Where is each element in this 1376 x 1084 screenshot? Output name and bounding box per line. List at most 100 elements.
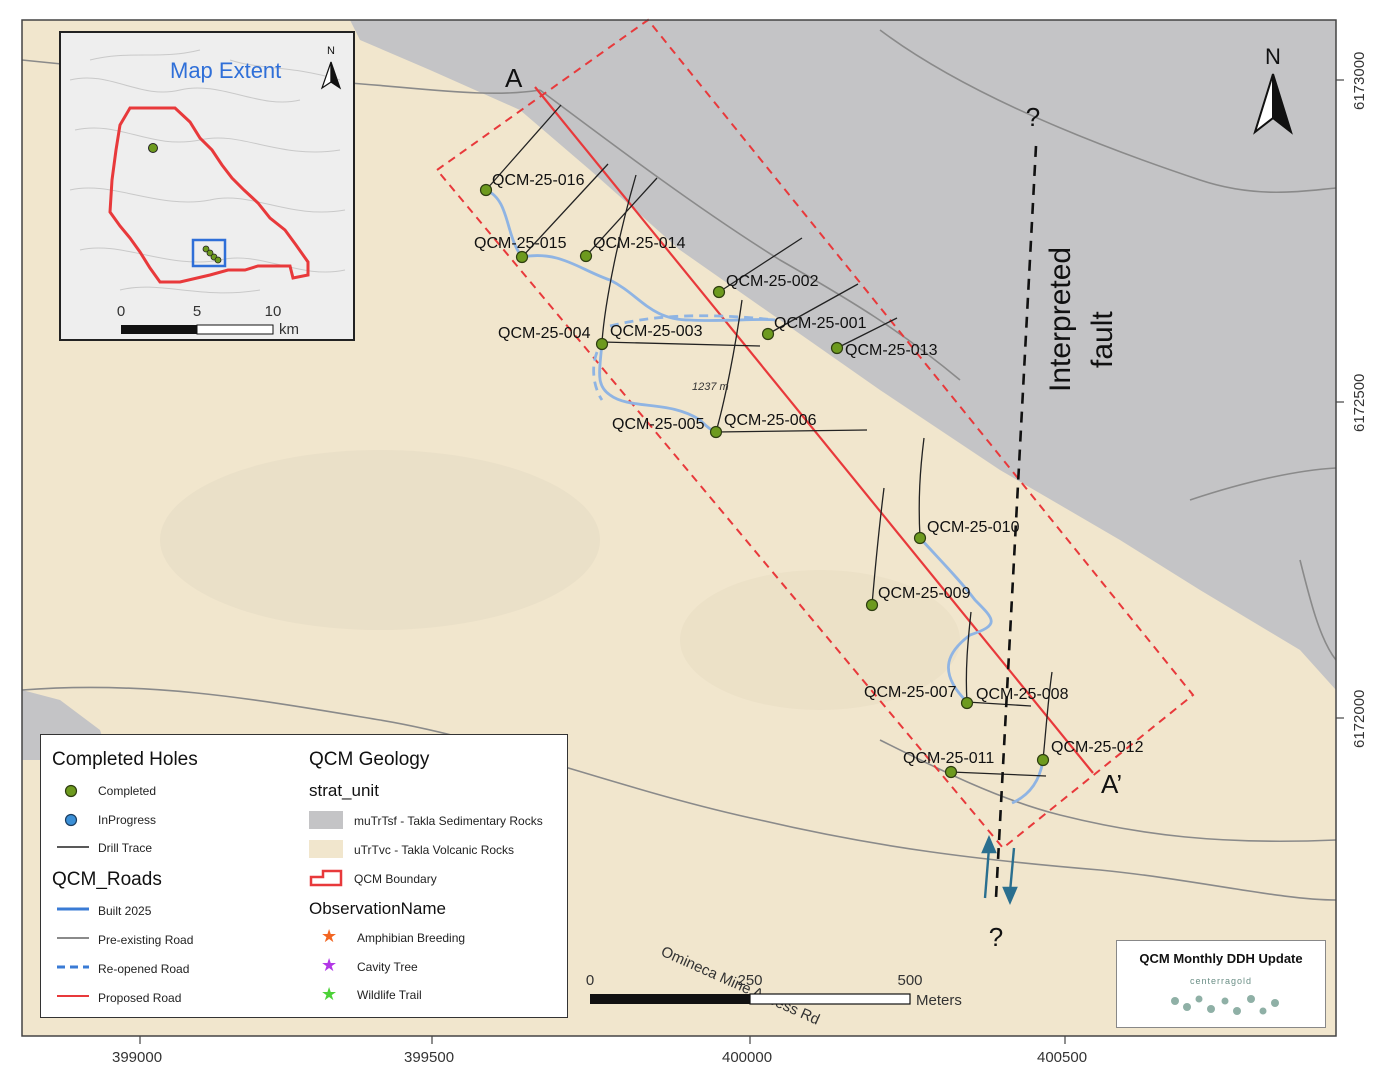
sedimentary-swatch-icon <box>309 811 343 829</box>
legend-item-amphibian: Amphibian Breeding <box>357 931 466 945</box>
volcanic-swatch-icon <box>309 840 343 858</box>
drill-hole-marker[interactable] <box>595 337 609 351</box>
drill-hole-label: QCM-25-012 <box>1051 739 1144 756</box>
ddh-update-box: QCM Monthly DDH Update centerragold <box>1116 940 1326 1028</box>
completed-hole-icon <box>64 784 78 798</box>
section-label-a: A <box>505 63 523 93</box>
svg-text:500: 500 <box>897 972 922 989</box>
svg-text:0: 0 <box>586 972 594 989</box>
drill-hole-label: QCM-25-002 <box>726 273 819 290</box>
section-label-a-prime: A’ <box>1101 769 1122 799</box>
drill-hole-marker[interactable] <box>913 531 927 545</box>
drill-hole-label: QCM-25-005 <box>612 416 705 433</box>
legend-item-inprogress: InProgress <box>98 813 157 827</box>
drill-hole-marker[interactable] <box>865 598 879 612</box>
easting-label: 399500 <box>404 1049 454 1066</box>
inset-map: Map Extent N 0 5 10 km <box>59 31 355 341</box>
sedimentary-unit-north <box>350 20 1336 690</box>
drill-hole-marker[interactable] <box>579 249 593 263</box>
svg-text:N: N <box>1265 44 1281 69</box>
terrain-shade <box>160 450 600 630</box>
map-legend: Completed Holes Completed InProgress Dri… <box>40 734 568 1018</box>
drill-hole-marker[interactable] <box>712 285 726 299</box>
drill-hole-label: QCM-25-004 <box>498 325 591 342</box>
svg-text:10: 10 <box>265 303 282 320</box>
legend-item-qcm-boundary: QCM Boundary <box>354 872 437 886</box>
drill-hole-marker[interactable] <box>709 425 723 439</box>
drill-hole-label: QCM-25-009 <box>878 585 971 602</box>
interpreted-fault-line <box>994 145 1038 899</box>
drill-hole-label: QCM-25-006 <box>724 412 817 429</box>
reopened-road <box>592 351 604 401</box>
drill-hole-marker[interactable] <box>944 765 958 779</box>
drill-hole-label: QCM-25-003 <box>610 323 703 340</box>
legend-item-preexisting-road: Pre-existing Road <box>98 933 194 947</box>
pre-existing-roads <box>21 29 1337 901</box>
legend-item-reopened-road: Re-opened Road <box>98 962 190 976</box>
drill-hole-marker[interactable] <box>479 183 493 197</box>
map-border <box>21 19 1337 1037</box>
legend-item-sedimentary: muTrTsf - Takla Sedimentary Rocks <box>354 814 543 828</box>
ddh-update-title: QCM Monthly DDH Update <box>1139 951 1303 966</box>
drill-hole-marker[interactable] <box>1036 753 1050 767</box>
legend-geology-subtitle: strat_unit <box>309 781 379 800</box>
svg-text:250: 250 <box>737 972 762 989</box>
fault-movement-arrows <box>981 834 1018 906</box>
legend-obs-title: ObservationName <box>309 899 447 918</box>
boundary-swatch-icon <box>309 869 343 887</box>
easting-label: 399000 <box>112 1049 162 1066</box>
drill-hole-layer: QCM-25-016 QCM-25-015 QCM-25-014 QCM-25-… <box>474 172 1144 779</box>
preexisting-road-icon <box>57 937 89 939</box>
road-distance-label: 1237 m <box>692 381 729 393</box>
drill-hole-label: QCM-25-011 <box>903 750 994 767</box>
north-arrow-icon: N <box>1253 44 1293 135</box>
fault-question-top: ? <box>1026 102 1040 132</box>
inset-title: Map Extent <box>170 58 281 83</box>
terrain-shade <box>680 570 960 710</box>
inset-north-arrow-icon: N <box>320 45 342 90</box>
fault-label-line1: Interpreted <box>1044 247 1077 392</box>
built-road-icon <box>57 907 89 911</box>
svg-text:5: 5 <box>193 303 201 320</box>
legend-roads-title: QCM_Roads <box>52 869 162 890</box>
drill-hole-label: QCM-25-014 <box>593 235 686 252</box>
drill-hole-marker[interactable] <box>515 250 529 264</box>
drill-hole-label: QCM-25-007 <box>864 684 957 701</box>
grid-ticks <box>139 79 1344 1044</box>
brand-logo-text: centerragold <box>1189 976 1253 986</box>
inset-qcm-boundary <box>108 106 310 284</box>
legend-item-cavity-tree: Cavity Tree <box>357 960 418 974</box>
svg-text:N: N <box>327 45 335 57</box>
brand-logo-dots-icon <box>1171 995 1279 1015</box>
section-line <box>534 86 1094 774</box>
fault-label-line2: fault <box>1086 311 1119 368</box>
legend-item-wildlife-trail: Wildlife Trail <box>357 988 422 1002</box>
drill-hole-marker[interactable] <box>830 341 844 355</box>
cavity-tree-star-icon: ★ <box>321 955 338 975</box>
easting-label: 400000 <box>722 1049 772 1066</box>
reopened-road <box>609 314 776 328</box>
drill-hole-label: QCM-25-008 <box>976 686 1069 703</box>
drill-hole-marker[interactable] <box>761 327 775 341</box>
inset-scale-bar: 0 5 10 km <box>117 303 299 338</box>
drill-traces <box>485 104 1053 777</box>
drill-hole-label: QCM-25-010 <box>927 519 1020 536</box>
drill-hole-label: QCM-25-001 <box>774 315 867 332</box>
northing-label: 6172500 <box>1351 374 1368 432</box>
drill-hole-marker[interactable] <box>960 696 974 710</box>
drill-trace-icon <box>57 846 89 848</box>
section-corridor <box>435 18 1195 850</box>
northing-label: 6173000 <box>1351 52 1368 110</box>
legend-geology-title: QCM Geology <box>309 749 430 770</box>
svg-text:km: km <box>279 321 299 338</box>
legend-holes-title: Completed Holes <box>52 749 198 770</box>
legend-item-built-2025: Built 2025 <box>98 904 152 918</box>
drill-hole-label: QCM-25-015 <box>474 235 567 252</box>
proposed-road-icon <box>57 995 89 997</box>
legend-item-volcanic: uTrTvc - Takla Volcanic Rocks <box>354 843 515 857</box>
scale-bar: 0 250 500 Meters <box>586 972 962 1009</box>
wildlife-trail-star-icon: ★ <box>321 984 338 1004</box>
easting-label: 400500 <box>1037 1049 1087 1066</box>
legend-item-completed: Completed <box>98 784 157 798</box>
drill-hole-label: QCM-25-013 <box>845 342 938 359</box>
